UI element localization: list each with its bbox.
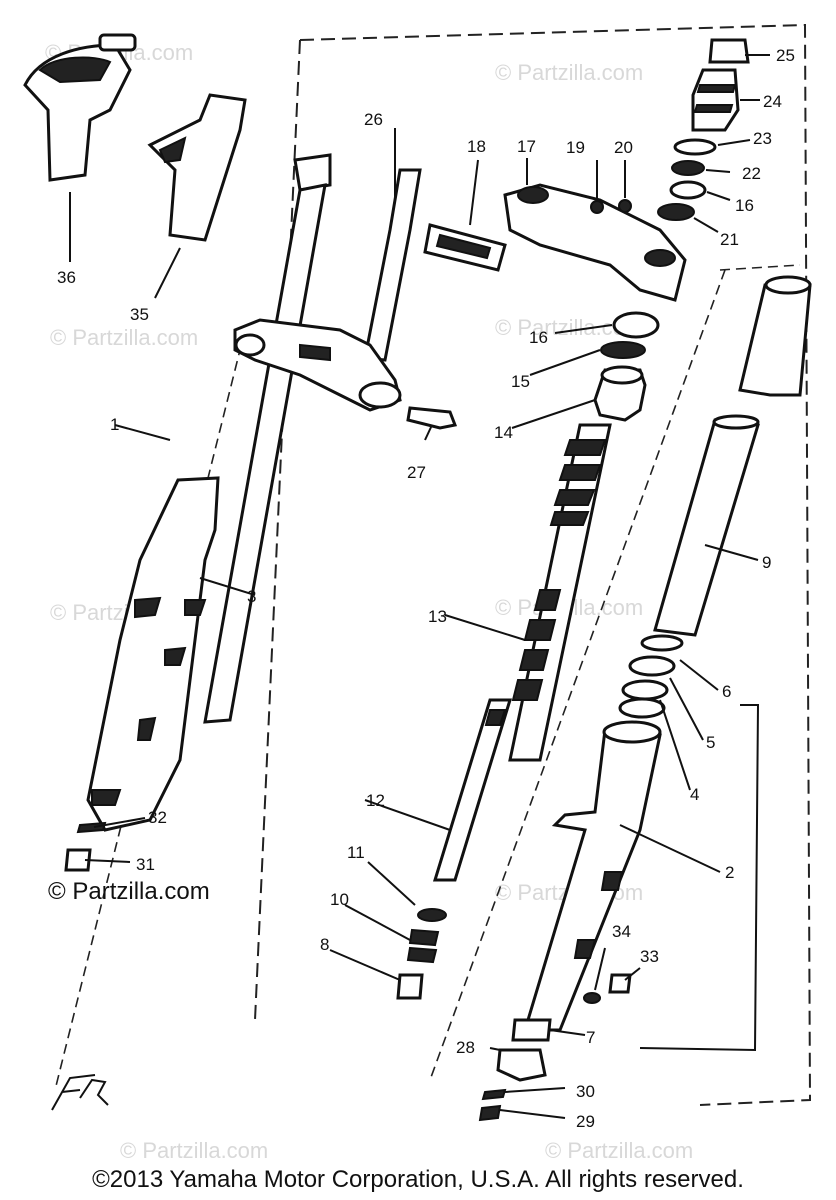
- part-32-washer: [76, 821, 107, 834]
- callout-21: 21: [720, 230, 739, 249]
- part-4-seal: [618, 679, 669, 719]
- leader-lines: [69, 54, 770, 1119]
- part-15-washer: [600, 341, 646, 359]
- parts-diagram: © Partzilla.com © Partzilla.com © Partzi…: [23, 23, 812, 1160]
- callout-7: 7: [586, 1028, 595, 1047]
- callout-25: 25: [776, 46, 795, 65]
- part-20: [618, 199, 632, 213]
- callout-22: 22: [742, 164, 761, 183]
- callout-5: 5: [706, 733, 715, 752]
- part-5-ring: [628, 655, 676, 677]
- callout-numbers: 1 2 3 4 5 6 7 8 9 10 11 12 13 14 15 16 1…: [57, 46, 795, 1131]
- callout-20: 20: [614, 138, 633, 157]
- part-11-clip: [417, 908, 447, 922]
- part-12-damper-rod: [432, 698, 513, 882]
- copyright-footer: ©2013 Yamaha Motor Corporation, U.S.A. A…: [92, 1166, 744, 1193]
- part-18-plate: [423, 223, 507, 272]
- part-24-nut: [691, 68, 740, 132]
- callout-3: 3: [247, 587, 256, 606]
- callout-32: 32: [148, 808, 167, 827]
- part-16-washer-lower: [612, 311, 660, 339]
- callout-24: 24: [763, 92, 782, 111]
- part-13-spring-tube: [508, 423, 612, 762]
- callout-2: 2: [725, 863, 734, 882]
- callout-9: 9: [762, 553, 771, 572]
- assembly-frame: [254, 23, 812, 1106]
- faint-watermark: © Partzilla.com: [120, 1138, 268, 1160]
- part-8-piece: [396, 973, 424, 1000]
- callout-16-lower: 16: [529, 328, 548, 347]
- part-31-bolt: [64, 848, 92, 872]
- part-26-steering-stem: [233, 168, 422, 412]
- callout-14: 14: [494, 423, 513, 442]
- part-6-ring: [640, 634, 684, 652]
- part-19: [590, 200, 604, 214]
- signature-mark: [51, 1074, 109, 1111]
- callout-36: 36: [57, 268, 76, 287]
- part-35-bracket: [147, 93, 247, 242]
- part-10-spring: [406, 928, 440, 964]
- callout-29: 29: [576, 1112, 595, 1131]
- part-7-bolt: [511, 1018, 552, 1042]
- faint-watermark: © Partzilla.com: [50, 325, 198, 350]
- part-16-washer: [669, 180, 707, 200]
- callout-15: 15: [511, 372, 530, 391]
- callout-35: 35: [130, 305, 149, 324]
- callout-16-upper: 16: [735, 196, 754, 215]
- part-17-upper-bracket: [503, 183, 687, 302]
- callout-6: 6: [722, 682, 731, 701]
- callout-34: 34: [612, 922, 631, 941]
- part-29-bolt: [478, 1104, 502, 1122]
- part-1-3-left-fork: [86, 153, 332, 832]
- part-23-washer: [673, 138, 717, 156]
- callout-18: 18: [467, 137, 486, 156]
- callout-30: 30: [576, 1082, 595, 1101]
- faint-watermark: © Partzilla.com: [545, 1138, 693, 1160]
- callout-27: 27: [407, 463, 426, 482]
- part-14-cover: [593, 365, 647, 422]
- callout-19: 19: [566, 138, 585, 157]
- callout-17: 17: [517, 137, 536, 156]
- part-25-cap: [708, 38, 750, 64]
- callout-1: 1: [110, 415, 119, 434]
- part-27-bolt: [406, 406, 458, 430]
- callout-23: 23: [753, 129, 772, 148]
- callout-8: 8: [320, 935, 329, 954]
- callout-13: 13: [428, 607, 447, 626]
- partzilla-watermark: © Partzilla.com: [48, 878, 210, 905]
- part-28-cap: [496, 1048, 547, 1082]
- callout-11: 11: [347, 843, 365, 862]
- callout-28: 28: [456, 1038, 475, 1057]
- part-21-seal: [657, 203, 695, 221]
- part-34-washer: [583, 992, 601, 1004]
- part-36-bracket: [23, 33, 137, 182]
- part-9-tube: [653, 275, 812, 637]
- guide-line: [719, 264, 801, 271]
- callout-33: 33: [640, 947, 659, 966]
- part-30-washer: [481, 1088, 507, 1101]
- callout-26: 26: [364, 110, 383, 129]
- part-2-outer-tube: [522, 720, 662, 1032]
- faint-watermark: © Partzilla.com: [495, 60, 643, 85]
- callout-10: 10: [330, 890, 349, 909]
- callout-31: 31: [136, 855, 155, 874]
- callout-12: 12: [366, 791, 385, 810]
- group-bracket: [639, 704, 760, 1052]
- callout-4: 4: [690, 785, 699, 804]
- part-22-washer: [671, 160, 705, 176]
